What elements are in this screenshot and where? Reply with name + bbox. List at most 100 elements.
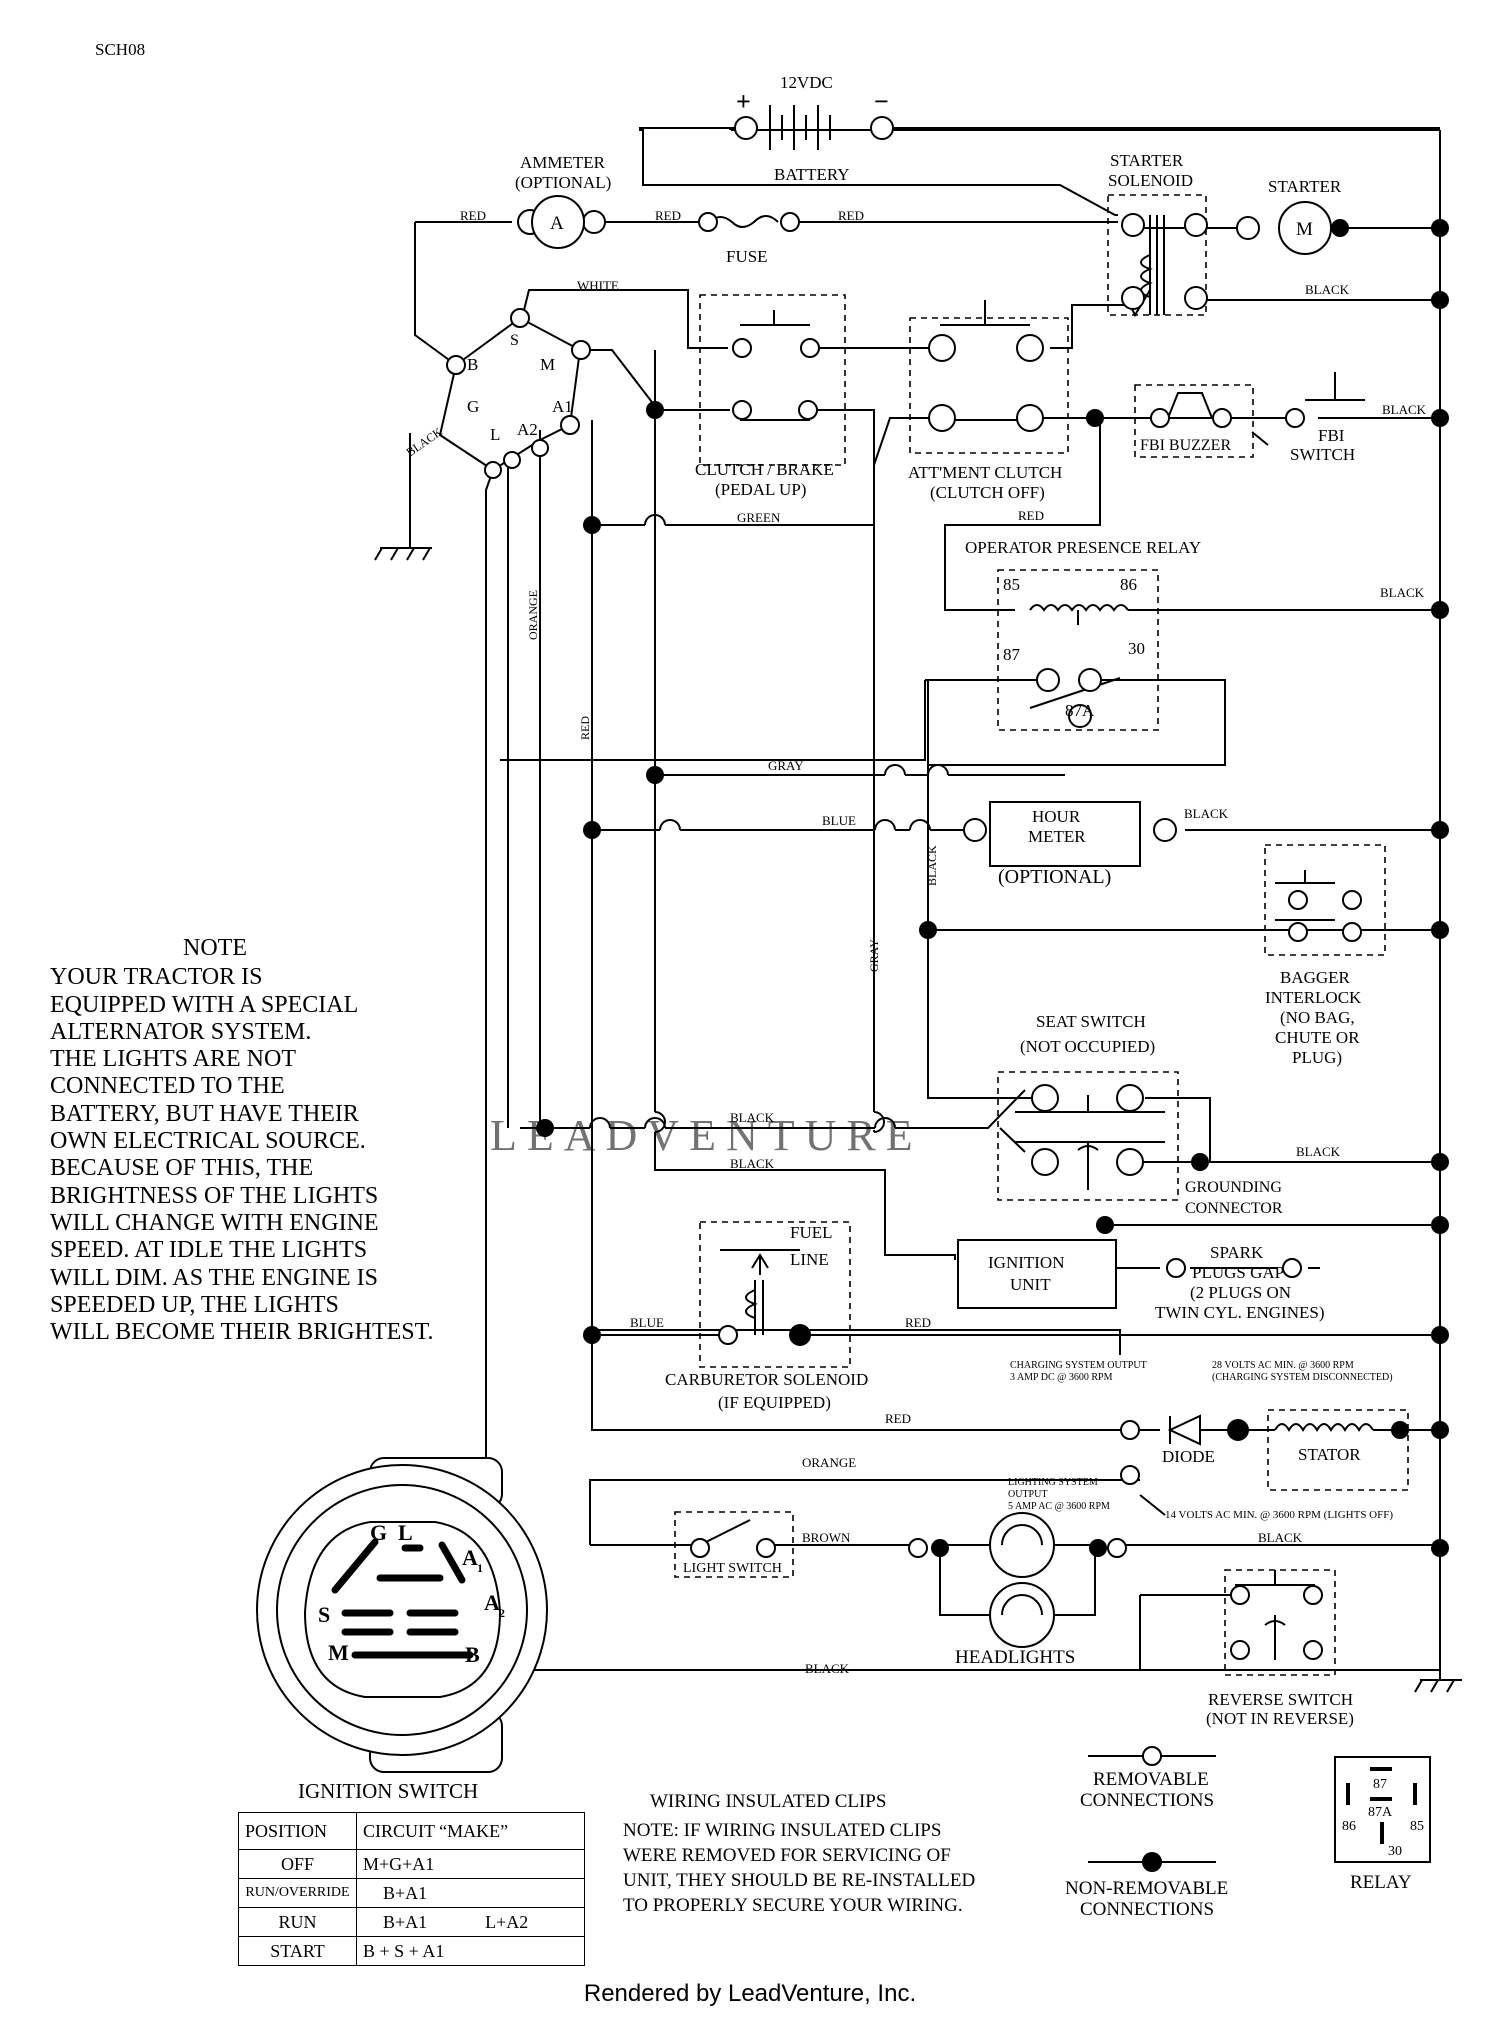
table-cell-circuit: B + S + A1 [356,1936,585,1966]
wire-label-red: RED [1018,508,1044,523]
seat-switch-label: SEAT SWITCH [1036,1012,1146,1031]
wire-label-black: BLACK [730,1156,775,1171]
battery-voltage: 12VDC [780,73,833,92]
table-cell-position: RUN/OVERRIDE [238,1878,357,1908]
table-header-position: POSITION [238,1812,357,1850]
clips-note-line: WERE REMOVED FOR SERVICING OF [623,1845,951,1866]
table-row: RUN/OVERRIDE B+A1 [238,1878,585,1908]
bagger-label-3: (NO BAG, [1280,1008,1355,1027]
note-line: THE LIGHTS ARE NOT [50,1046,296,1073]
plug-label-l: L [398,1520,413,1545]
light-switch-label: LIGHT SWITCH [683,1561,782,1576]
wire-label-black: BLACK [805,1661,850,1676]
headlights-label: HEADLIGHTS [955,1647,1075,1668]
clutch-brake-label: CLUTCH / BRAKE [695,460,834,479]
battery-label: BATTERY [774,165,850,184]
bagger-label-2: INTERLOCK [1265,988,1362,1007]
carburetor-solenoid-label: CARBURETOR SOLENOID [665,1370,868,1389]
wire-label-white: WHITE [577,278,619,293]
alternator-note: NOTE YOUR TRACTOR IS EQUIPPED WITH A SPE… [50,935,480,1346]
note-line: BATTERY, BUT HAVE THEIR [50,1100,359,1127]
lights-off-voltage-label: 14 VOLTS AC MIN. @ 3600 RPM (LIGHTS OFF) [1165,1509,1393,1521]
diode-label: DIODE [1162,1447,1215,1466]
plug-label-g: G [370,1520,387,1545]
relay-85: 85 [1003,575,1020,594]
fuel-line-label-1: FUEL [790,1223,833,1242]
note-line: OWN ELECTRICAL SOURCE. [50,1128,366,1155]
reverse-switch-state: (NOT IN REVERSE) [1206,1709,1354,1728]
wire-label-black: BLACK [1296,1144,1341,1159]
lighting-output-label-2: OUTPUT [1008,1489,1047,1500]
attment-clutch-state: (CLUTCH OFF) [930,483,1045,502]
terminal-s: S [510,332,519,349]
spark-plugs-label-2: PLUGS GAP [1192,1263,1284,1282]
stator-label: STATOR [1298,1445,1361,1464]
note-line: BECAUSE OF THIS, THE [50,1155,314,1182]
wire-label-red: RED [655,208,681,223]
hour-meter-optional: (OPTIONAL) [998,866,1111,888]
note-line: ALTERNATOR SYSTEM. [50,1018,312,1045]
wire-label-gray: GRAY [768,758,804,773]
relay-legend-87a: 87A [1368,1805,1393,1820]
spark-plugs-label-3: (2 PLUGS ON [1190,1283,1291,1302]
ignition-switch-table: POSITION CIRCUIT “MAKE” OFF M+G+A1 RUN/O… [238,1812,585,1966]
wire-label-blue: BLUE [630,1315,664,1330]
plug-label-m: M [328,1640,349,1665]
page-code: SCH08 [95,40,145,59]
wire-label-gray: GRAY [867,939,881,972]
removable-label-1: REMOVABLE [1093,1769,1209,1790]
wire-label-orange: ORANGE [526,590,540,640]
plug-label-a2: A [484,1590,500,1615]
starter-label: STARTER [1268,177,1342,196]
wire-label-red: RED [578,716,592,740]
wire-label-green: GREEN [737,510,781,525]
ammeter-symbol: A [550,213,564,234]
bagger-label-4: CHUTE OR [1275,1028,1360,1047]
reverse-switch-label: REVERSE SWITCH [1208,1690,1353,1709]
wire-label-black: BLACK [1305,282,1350,297]
relay-legend-87: 87 [1373,1777,1387,1792]
attment-clutch-label: ATT'MENT CLUTCH [908,463,1062,482]
footer-credit: Rendered by LeadVenture, Inc. [583,1980,917,2007]
table-cell-position: START [238,1936,357,1966]
hour-meter-label-2: METER [1028,827,1086,846]
table-cell-circuit: M+G+A1 [356,1849,585,1879]
table-row: START B + S + A1 [238,1936,585,1966]
table-header-row: POSITION CIRCUIT “MAKE” [238,1812,585,1850]
non-removable-label-1: NON-REMOVABLE [1065,1878,1228,1899]
bagger-label-1: BAGGER [1280,968,1351,987]
connection-legend: REMOVABLE CONNECTIONS NON-REMOVABLE CONN… [1065,1746,1431,1920]
plug-label-a1: A [462,1545,478,1570]
fbi-switch-label-2: SWITCH [1290,445,1355,464]
ignition-switch-plug: G L A 1 S A 2 M B [256,1457,548,1773]
terminal-g: G [467,397,479,416]
wire-label-black: BLACK [925,845,939,886]
ignition-unit-label-1: IGNITION [988,1253,1064,1272]
terminal-b: B [467,355,478,374]
note-title: NOTE [183,935,247,961]
removable-connection-icon [1142,1746,1162,1766]
battery-plus: + [736,87,751,116]
starter-solenoid-label-1: STARTER [1110,151,1184,170]
wire-label-black: BLACK [1258,1530,1303,1545]
ammeter-optional: (OPTIONAL) [515,173,611,192]
terminal-m: M [540,355,555,374]
clutch-brake-state: (PEDAL UP) [715,480,806,499]
table-cell-circuit: B+A1 [356,1878,585,1908]
plug-label-s: S [318,1602,330,1627]
note-line: SPEEDED UP, THE LIGHTS [50,1291,339,1318]
carburetor-solenoid-state: (IF EQUIPPED) [718,1393,831,1412]
wire-label-brown: BROWN [802,1530,851,1545]
lighting-output-label-3: 5 AMP AC @ 3600 RPM [1008,1501,1110,1512]
fuel-line-label-2: LINE [790,1250,829,1269]
ammeter-label: AMMETER [520,153,606,172]
plug-label-a1-sub: 1 [477,1561,483,1575]
plug-label-b: B [465,1642,480,1667]
clips-note-line: UNIT, THEY SHOULD BE RE-INSTALLED [623,1870,975,1891]
wire-label-orange: ORANGE [802,1455,856,1470]
wire-label-black: BLACK [1380,585,1425,600]
bagger-label-5: PLUG) [1292,1048,1342,1067]
clips-note-line: TO PROPERLY SECURE YOUR WIRING. [623,1895,963,1916]
